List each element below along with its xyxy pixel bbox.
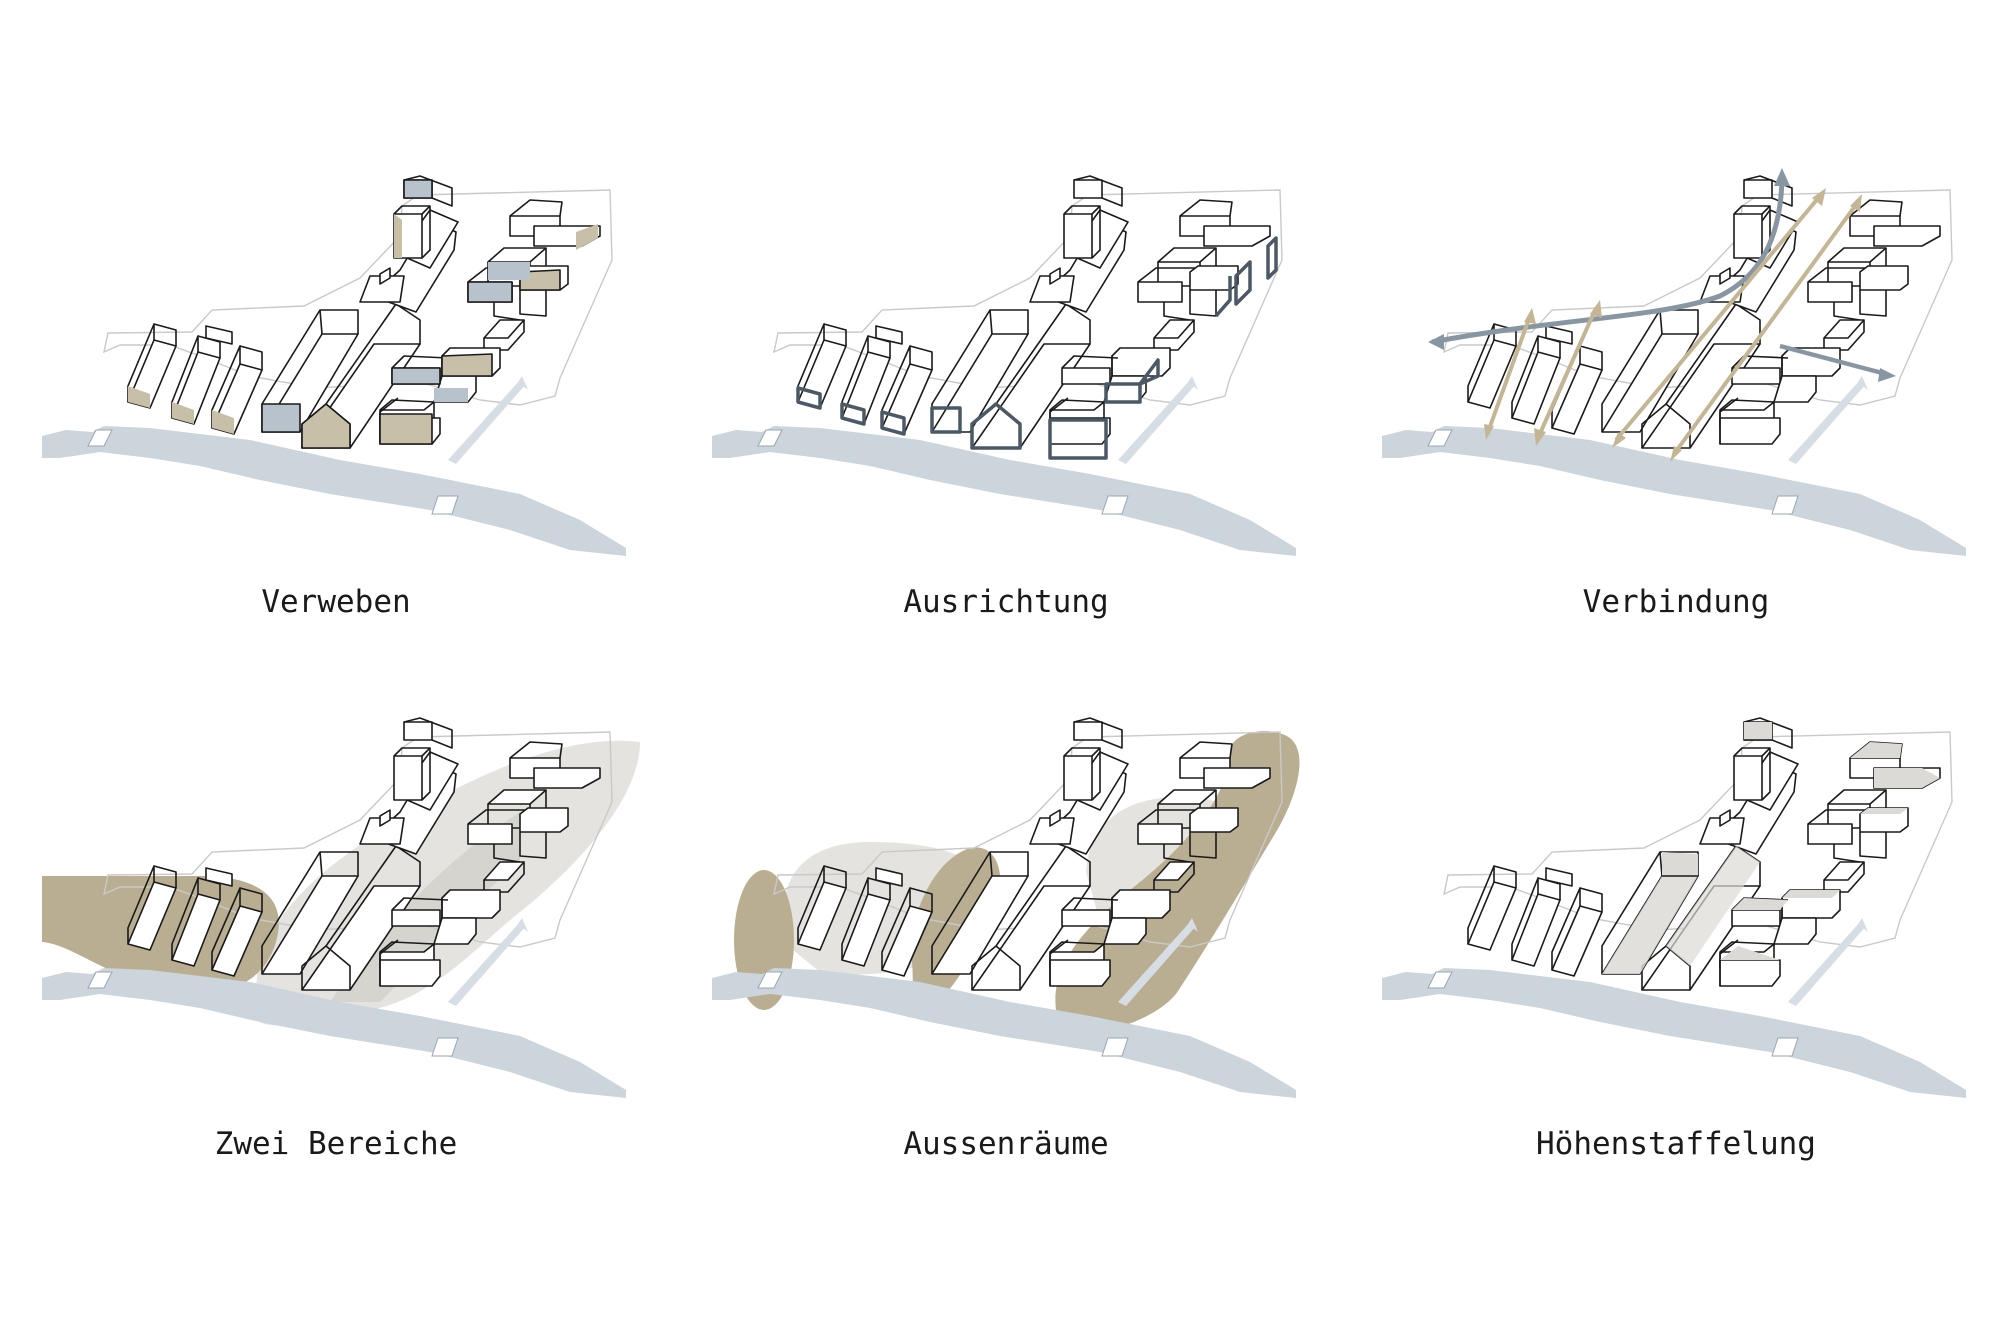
caption-aussenraeume: Aussenräume: [903, 1126, 1108, 1162]
caption-hoehenstaffelung: Höhenstaffelung: [1536, 1126, 1816, 1162]
panel-zwei-bereiche: Zwei Bereiche: [41, 717, 640, 1162]
caption-verweben: Verweben: [261, 584, 410, 620]
panel-aussenraeume: Aussenräume: [711, 717, 1300, 1162]
caption-verbindung: Verbindung: [1583, 584, 1770, 620]
panel-hoehenstaffelung: Höhenstaffelung: [1381, 717, 1967, 1162]
caption-ausrichtung: Ausrichtung: [903, 584, 1108, 620]
panel-verbindung: Verbindung: [1381, 168, 1967, 620]
caption-zwei-bereiche: Zwei Bereiche: [215, 1126, 458, 1162]
panel-ausrichtung: Ausrichtung: [711, 175, 1297, 620]
panel-verweben: Verweben: [41, 175, 627, 620]
